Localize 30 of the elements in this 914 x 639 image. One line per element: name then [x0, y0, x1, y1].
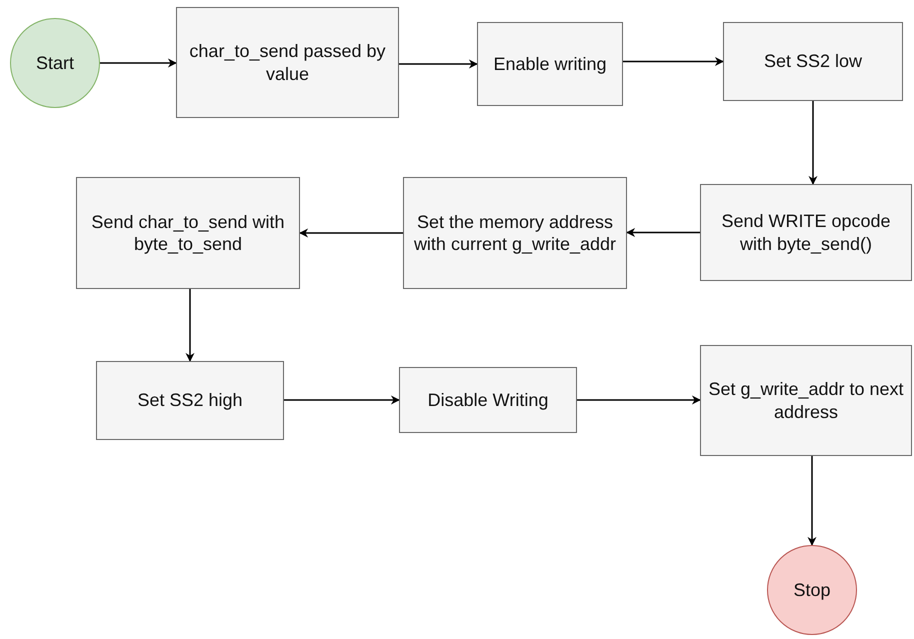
process-box	[399, 367, 577, 433]
arrow	[623, 57, 724, 66]
arrow	[577, 396, 701, 404]
node-label: Set SS2 low	[764, 50, 862, 73]
arrow	[284, 396, 400, 404]
arrow	[808, 101, 818, 185]
node-label: Set g_write_addr to next address	[707, 378, 905, 423]
arrow	[626, 228, 700, 237]
process-box	[403, 177, 627, 289]
node-label: Stop	[793, 578, 831, 602]
process-box	[700, 184, 912, 281]
node-label: Send WRITE opcode with byte_send()	[720, 210, 892, 255]
process-box	[700, 345, 912, 456]
arrow	[299, 228, 403, 238]
process-box	[176, 7, 399, 118]
arrow	[808, 456, 816, 546]
node-label: Send char_to_send with byte_to_send	[90, 210, 286, 256]
arrow	[100, 58, 177, 68]
node-label: char_to_send passed by value	[188, 40, 387, 85]
node-label: Set the memory address with current g_write_addr	[412, 210, 618, 256]
arrow	[186, 289, 194, 362]
node-label: Set SS2 high	[137, 389, 243, 412]
arrow	[399, 60, 478, 68]
node-label: Disable Writing	[428, 388, 548, 412]
node-label: Enable writing	[493, 52, 607, 76]
process-box	[477, 22, 623, 106]
process-box	[96, 361, 284, 440]
process-box	[76, 177, 300, 289]
process-box	[723, 22, 903, 101]
node-label: Start	[36, 52, 74, 74]
